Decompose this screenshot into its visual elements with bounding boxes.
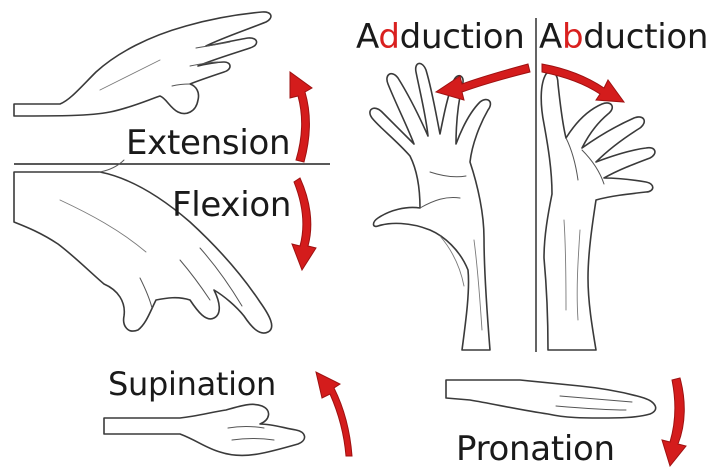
abduction-label-highlight: b [562,17,583,57]
flexion-wrist-line [100,160,124,172]
adduction-label-suffix: duction [400,17,525,57]
pronation-hand [446,380,656,418]
flexion-arrow-shape [292,178,316,270]
supination-hand-outline [104,404,305,455]
supination-hand [104,404,305,455]
extension-arrow [290,72,312,162]
adduction-arrow [436,64,530,100]
pronation-hand-outline [446,380,656,418]
adduction-label-prefix: A [356,17,378,57]
abduction-label: Abduction [539,20,708,54]
adduction-hand [370,63,491,350]
abduction-label-prefix: A [539,17,562,57]
extension-hand [14,12,271,116]
supination-arrow [316,372,352,456]
adduction-label-highlight: d [378,17,399,57]
adduction-label: Adduction [356,20,525,54]
pronation-label: Pronation [456,432,615,466]
supination-label: Supination [108,368,276,400]
abduction-hand-outline [541,72,655,350]
abduction-hand [541,72,655,350]
adduction-arrow-shape [436,64,530,100]
pronation-arrow [662,378,686,466]
extension-arrow-shape [290,72,312,162]
abduction-label-suffix: duction [583,17,708,57]
flexion-label: Flexion [172,188,291,222]
pronation-arrow-shape [662,378,686,466]
supination-arrow-shape [316,372,352,456]
flexion-arrow [292,178,316,270]
adduction-hand-outline [370,63,491,350]
extension-hand-outline [14,12,271,116]
extension-label: Extension [126,126,290,160]
